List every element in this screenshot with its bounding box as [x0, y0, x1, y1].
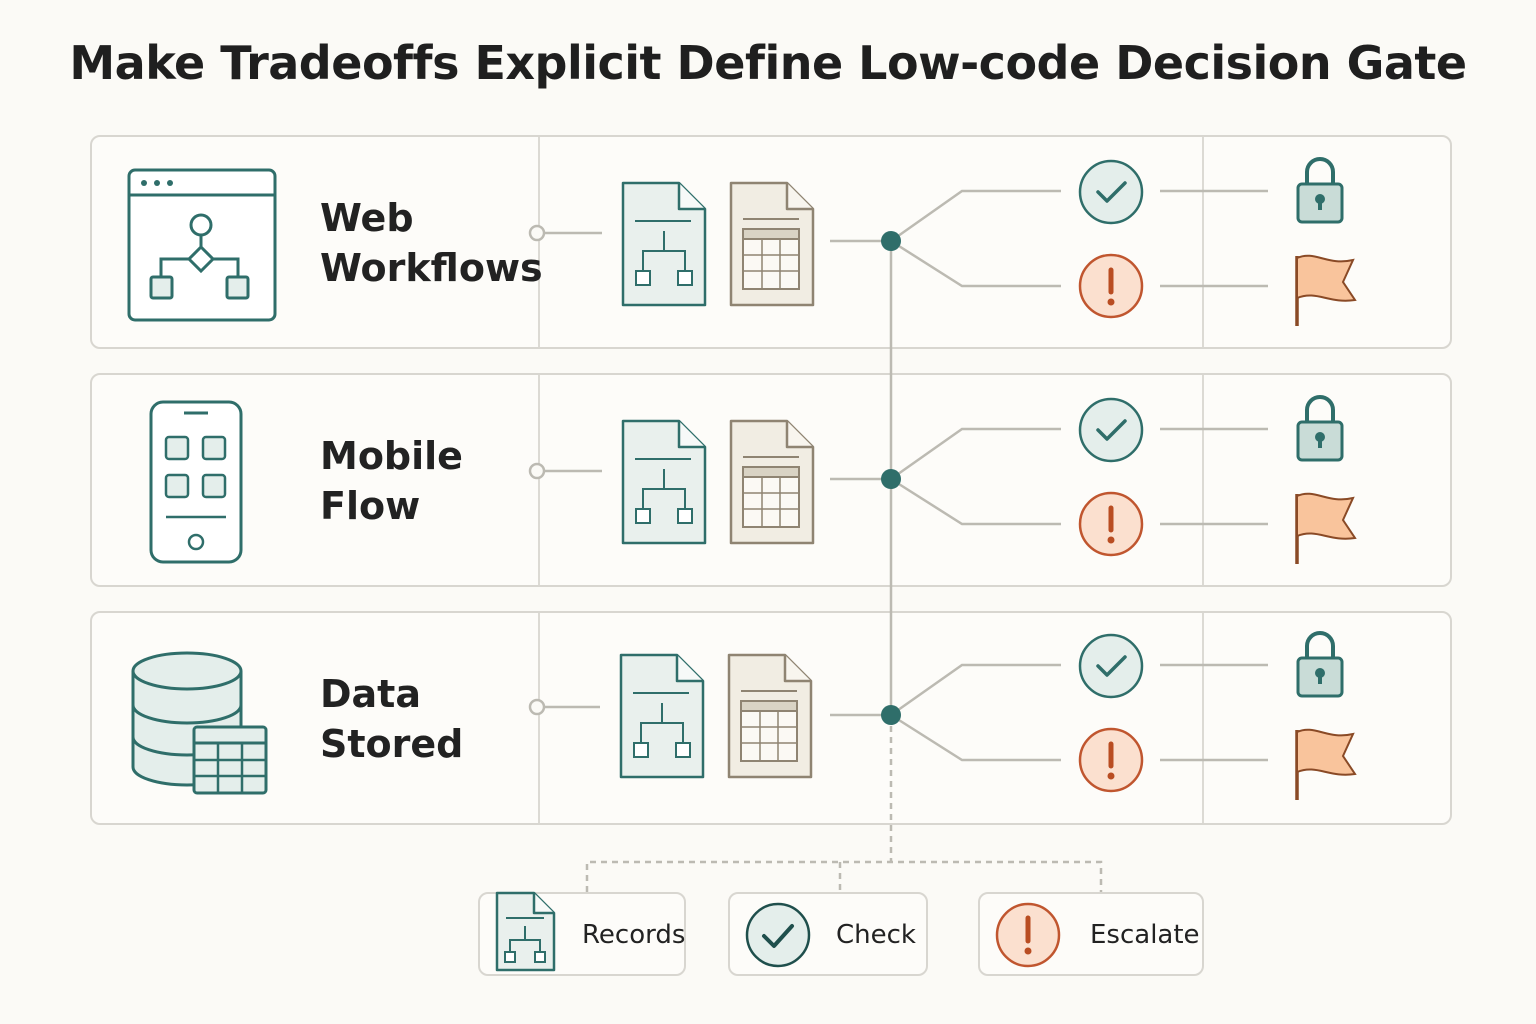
check-icon — [745, 902, 811, 968]
row-divider — [1202, 375, 1204, 585]
table-doc-icon — [729, 181, 815, 307]
row-label: Mobile Flow — [320, 431, 463, 531]
records-doc-icon — [495, 891, 556, 972]
row-divider — [1202, 137, 1204, 347]
legend-check: Check — [728, 892, 928, 976]
check-icon — [1078, 397, 1144, 463]
records-doc-icon — [619, 653, 705, 779]
alert-icon — [1080, 255, 1142, 317]
check-icon — [1078, 633, 1144, 699]
legend-escalate-label: Escalate — [1090, 920, 1200, 950]
legend-bracket — [585, 860, 1103, 892]
records-doc-icon — [621, 419, 707, 545]
browser-workflow-icon — [127, 168, 277, 322]
alert-icon — [1080, 729, 1142, 791]
mobile-app-icon — [149, 400, 243, 564]
row-connectors-data — [528, 631, 1357, 802]
row-label-line2: Workflows — [320, 246, 543, 290]
legend-check-label: Check — [836, 920, 916, 950]
records-doc-icon — [621, 181, 707, 307]
legend-records-label: Records — [582, 920, 686, 950]
row-label-line2: Flow — [320, 484, 421, 528]
row-divider — [538, 137, 540, 347]
table-doc-icon — [727, 653, 813, 779]
flag-icon — [1295, 491, 1357, 566]
legend-records: Records — [478, 891, 686, 976]
flag-icon — [1295, 253, 1357, 328]
lock-icon — [1296, 395, 1344, 462]
table-doc-icon — [729, 419, 815, 545]
row-connectors-web — [528, 157, 1357, 328]
legend-escalate: Escalate — [978, 892, 1204, 976]
alert-icon — [1080, 493, 1142, 555]
row-label-line1: Mobile — [320, 434, 463, 478]
row-label-line1: Web — [320, 196, 414, 240]
row-label: Data Stored — [320, 669, 463, 769]
lock-icon — [1296, 631, 1344, 698]
lock-icon — [1296, 157, 1344, 224]
check-icon — [1078, 159, 1144, 225]
row-divider — [1202, 613, 1204, 823]
database-icon — [131, 651, 268, 795]
row-label-line2: Stored — [320, 722, 464, 766]
row-connectors-mobile — [528, 395, 1357, 566]
row-label-line1: Data — [320, 672, 421, 716]
row-label: Web Workflows — [320, 193, 543, 293]
alert-icon — [995, 902, 1061, 968]
row-divider — [538, 375, 540, 585]
row-divider — [538, 613, 540, 823]
page-title: Make Tradeoffs Explicit Define Low-code … — [69, 36, 1467, 90]
flag-icon — [1295, 727, 1357, 802]
